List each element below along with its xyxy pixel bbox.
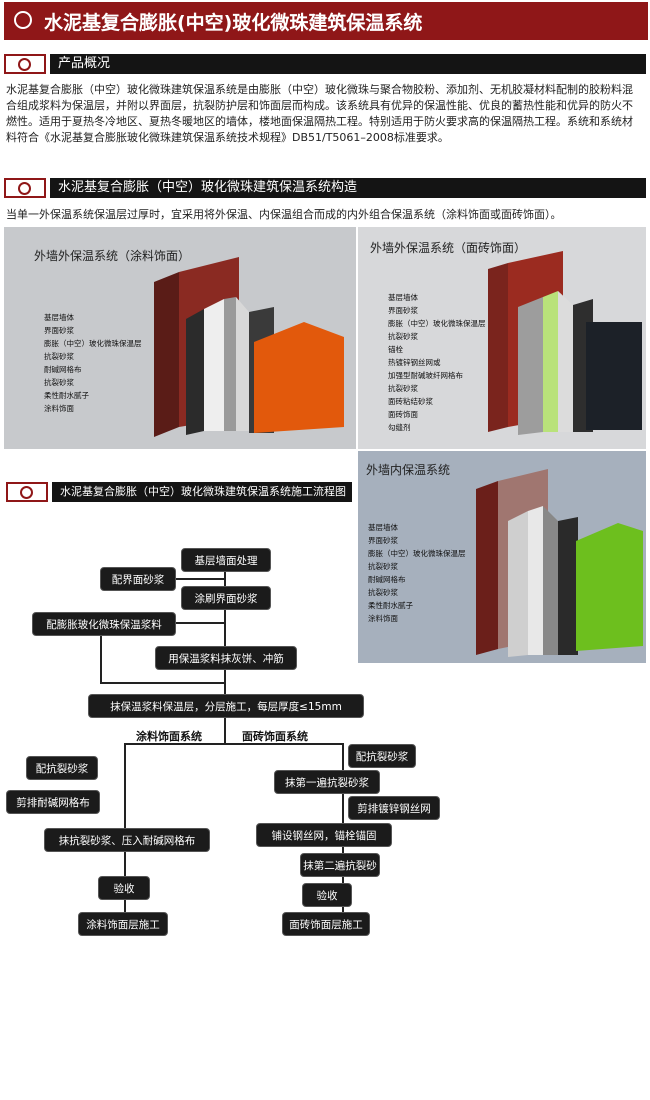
flow-step: 验收 <box>302 883 352 907</box>
panel-title: 外墙外保温系统（涂料饰面） <box>34 249 191 263</box>
layer-label: 界面砂浆 <box>44 326 74 335</box>
layer-label: 勾缝剂 <box>388 423 411 432</box>
layer-label: 锚栓 <box>388 345 403 354</box>
flow-step: 验收 <box>98 876 150 900</box>
connector <box>174 578 226 580</box>
connector <box>124 743 342 745</box>
flow-heading: 水泥基复合膨胀（中空）玻化微珠建筑保温系统施工流程图 <box>52 482 352 502</box>
layer-label: 抗裂砂浆 <box>368 588 398 597</box>
connector <box>174 622 226 624</box>
layer-labels: 基层墙体 界面砂浆 膨胀（中空）玻化微珠保温层 抗裂砂浆 耐碱网格布 抗裂砂浆 … <box>44 311 142 415</box>
circle-icon <box>18 58 31 71</box>
circle-icon <box>14 11 32 29</box>
flow-step: 剪排镀锌钢丝网 <box>348 796 440 820</box>
layer-label: 涂料饰面 <box>44 404 74 413</box>
layer-label: 热镀锌钢丝网或 <box>388 358 441 367</box>
layer-label: 面砖饰面 <box>388 410 418 419</box>
layer-label: 加强型耐碱玻纤网格布 <box>388 371 463 380</box>
flow-step: 配抗裂砂浆 <box>26 756 98 780</box>
wall-diagram <box>476 469 643 657</box>
flow-step: 基层墙面处理 <box>181 548 271 572</box>
flow-step: 抹抗裂砂浆、压入耐碱网格布 <box>44 828 210 852</box>
flow-step: 抹保温浆料保温层，分层施工，每层厚度≤15mm <box>88 694 364 718</box>
flow-step: 面砖饰面层施工 <box>282 912 370 936</box>
connector <box>224 718 226 744</box>
layer-label: 抗裂砂浆 <box>388 384 418 393</box>
layer-label: 抗裂砂浆 <box>368 562 398 571</box>
panel-exterior-tile: 外墙外保温系统（面砖饰面） 基层墙体 界面砂浆 膨胀（中空）玻化微珠保温层 抗裂… <box>358 227 646 449</box>
flow-step: 剪排耐碱网格布 <box>6 790 100 814</box>
overview-text: 水泥基复合膨胀（中空）玻化微珠建筑保温系统是由膨胀（中空）玻化微珠与聚合物胶粉、… <box>6 83 633 144</box>
layer-label: 基层墙体 <box>388 293 418 302</box>
structure-header: 水泥基复合膨胀（中空）玻化微珠建筑保温系统构造 <box>4 178 646 198</box>
panel-exterior-paint: 外墙外保温系统（涂料饰面） 基层墙体 界面砂浆 膨胀（中空）玻化微珠保温层 抗裂… <box>4 227 356 449</box>
connector <box>100 682 226 684</box>
layer-labels: 基层墙体 界面砂浆 膨胀（中空）玻化微珠保温层 抗裂砂浆 锚栓 热镀锌钢丝网或 … <box>388 291 486 434</box>
flow-step: 抹第二遍抗裂砂 <box>300 853 380 877</box>
layer-label: 涂料饰面 <box>368 614 398 623</box>
flow-step: 用保温浆料抹灰饼、冲筋 <box>155 646 297 670</box>
tile-branch-title: 面砖饰面系统 <box>242 730 308 743</box>
layer-label: 柔性耐水腻子 <box>368 601 413 610</box>
layer-label: 耐碱网格布 <box>44 365 82 374</box>
flow-step: 涂刷界面砂浆 <box>181 586 271 610</box>
layer-label: 膨胀（中空）玻化微珠保温层 <box>368 549 466 558</box>
section-marker <box>4 178 46 198</box>
wall-diagram <box>488 251 642 435</box>
circle-icon <box>20 486 33 499</box>
layer-label: 抗裂砂浆 <box>44 352 74 361</box>
layer-label: 面砖粘结砂浆 <box>388 397 433 406</box>
section-marker <box>4 54 46 74</box>
layer-label: 膨胀（中空）玻化微珠保温层 <box>44 339 142 348</box>
layer-label: 膨胀（中空）玻化微珠保温层 <box>388 319 486 328</box>
overview-heading: 产品概况 <box>50 54 646 74</box>
layer-label: 抗裂砂浆 <box>44 378 74 387</box>
flow-step: 涂料饰面层施工 <box>78 912 168 936</box>
overview-header: 产品概况 <box>4 54 646 74</box>
flow-header: 水泥基复合膨胀（中空）玻化微珠建筑保温系统施工流程图 <box>6 482 352 502</box>
flow-step: 抹第一遍抗裂砂浆 <box>274 770 380 794</box>
flow-step: 配界面砂浆 <box>100 567 176 591</box>
section-marker <box>6 482 48 502</box>
structure-heading: 水泥基复合膨胀（中空）玻化微珠建筑保温系统构造 <box>50 178 646 198</box>
connector <box>100 634 102 684</box>
circle-icon <box>18 182 31 195</box>
layer-label: 界面砂浆 <box>388 306 418 315</box>
layer-label: 界面砂浆 <box>368 536 398 545</box>
panel-title: 外墙内保温系统 <box>366 463 451 477</box>
flow-step: 铺设钢丝网，锚栓锚固 <box>256 823 392 847</box>
layer-label: 耐碱网格布 <box>368 575 406 584</box>
panel-interior: 外墙内保温系统 基层墙体 界面砂浆 膨胀（中空）玻化微珠保温层 抗裂砂浆 耐碱网… <box>358 451 646 663</box>
paint-branch-title: 涂料饰面系统 <box>136 730 202 743</box>
title-bar: 水泥基复合膨胀(中空)玻化微珠建筑保温系统 <box>4 2 648 40</box>
layer-label: 基层墙体 <box>368 523 398 532</box>
layer-label: 柔性耐水腻子 <box>44 391 89 400</box>
flow-step: 配抗裂砂浆 <box>348 744 416 768</box>
flow-step: 配膨胀玻化微珠保温浆料 <box>32 612 176 636</box>
panel-title: 外墙外保温系统（面砖饰面） <box>370 241 527 255</box>
layer-labels: 基层墙体 界面砂浆 膨胀（中空）玻化微珠保温层 抗裂砂浆 耐碱网格布 抗裂砂浆 … <box>368 521 466 625</box>
layer-label: 抗裂砂浆 <box>388 332 418 341</box>
structure-note: 当单一外保温系统保温层过厚时，宜采用将外保温、内保温组合而成的内外组合保温系统（… <box>6 208 562 221</box>
page-title: 水泥基复合膨胀(中空)玻化微珠建筑保温系统 <box>44 12 423 34</box>
wall-diagram <box>154 257 344 437</box>
layer-label: 基层墙体 <box>44 313 74 322</box>
